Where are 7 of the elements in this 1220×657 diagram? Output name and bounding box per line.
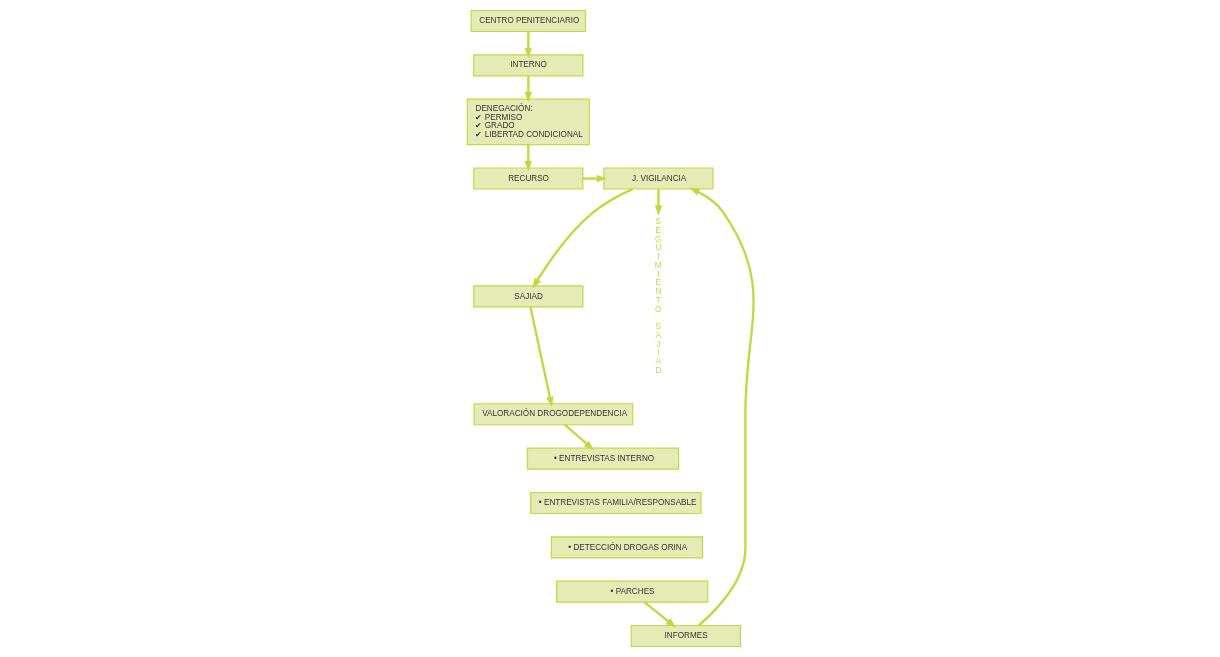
arrow xyxy=(582,174,607,183)
arrow xyxy=(563,424,594,451)
arrow xyxy=(531,188,633,289)
arrow xyxy=(643,601,676,628)
arrow xyxy=(688,187,755,627)
arrow xyxy=(528,306,553,408)
arrow xyxy=(654,189,662,216)
